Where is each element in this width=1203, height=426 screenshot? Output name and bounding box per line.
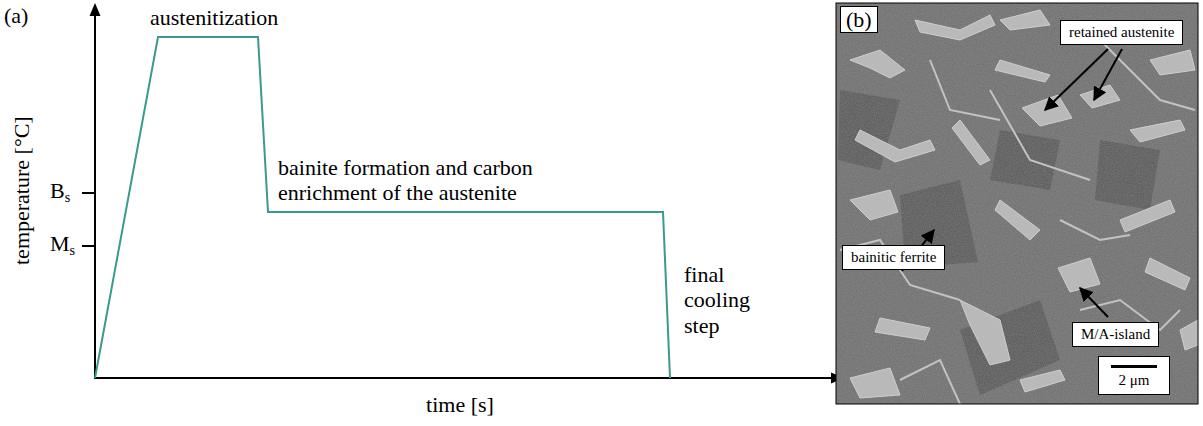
axis-tick — [82, 192, 95, 194]
phase-label-box: M/A-island — [1072, 322, 1159, 347]
label-text: bainitic ferrite — [851, 249, 936, 266]
phase-label-box: retained austenite — [1060, 20, 1183, 45]
sem-micrograph — [836, 3, 1198, 404]
label-text: M/A-island — [1081, 326, 1150, 343]
label-text: 2 μm — [1111, 372, 1157, 389]
axes — [82, 3, 844, 384]
symbol-letter: B — [50, 178, 65, 203]
scale-bar-box: 2 μm — [1098, 356, 1170, 395]
axis-label: time [s] — [360, 392, 560, 417]
axis-label: temperature [°C] — [9, 91, 34, 291]
axis-label: Bs — [50, 178, 70, 205]
panel-frame — [836, 3, 1198, 404]
panel-label-box: (b) — [840, 6, 878, 33]
label-text: retained austenite — [1069, 24, 1174, 41]
axis-label: bainite formation and carbon enrichment … — [278, 155, 578, 206]
leader-arrows — [902, 49, 1122, 317]
phase-label-box: bainitic ferrite — [842, 245, 945, 270]
x-axis — [94, 377, 832, 379]
symbol-subscript: s — [65, 189, 71, 205]
axis-arrowhead — [90, 3, 101, 16]
axis-tick — [82, 245, 95, 247]
temperature-curve — [95, 37, 670, 378]
label-text: (b) — [846, 7, 872, 32]
symbol-subscript: s — [70, 242, 76, 258]
scale-bar — [1111, 365, 1157, 368]
symbol-letter: M — [50, 231, 70, 256]
y-axis — [94, 14, 96, 379]
axis-label: (a) — [4, 3, 28, 28]
axis-label: final cooling step — [684, 262, 766, 338]
axis-label: Ms — [50, 231, 75, 258]
axis-label: austenitization — [150, 5, 278, 30]
